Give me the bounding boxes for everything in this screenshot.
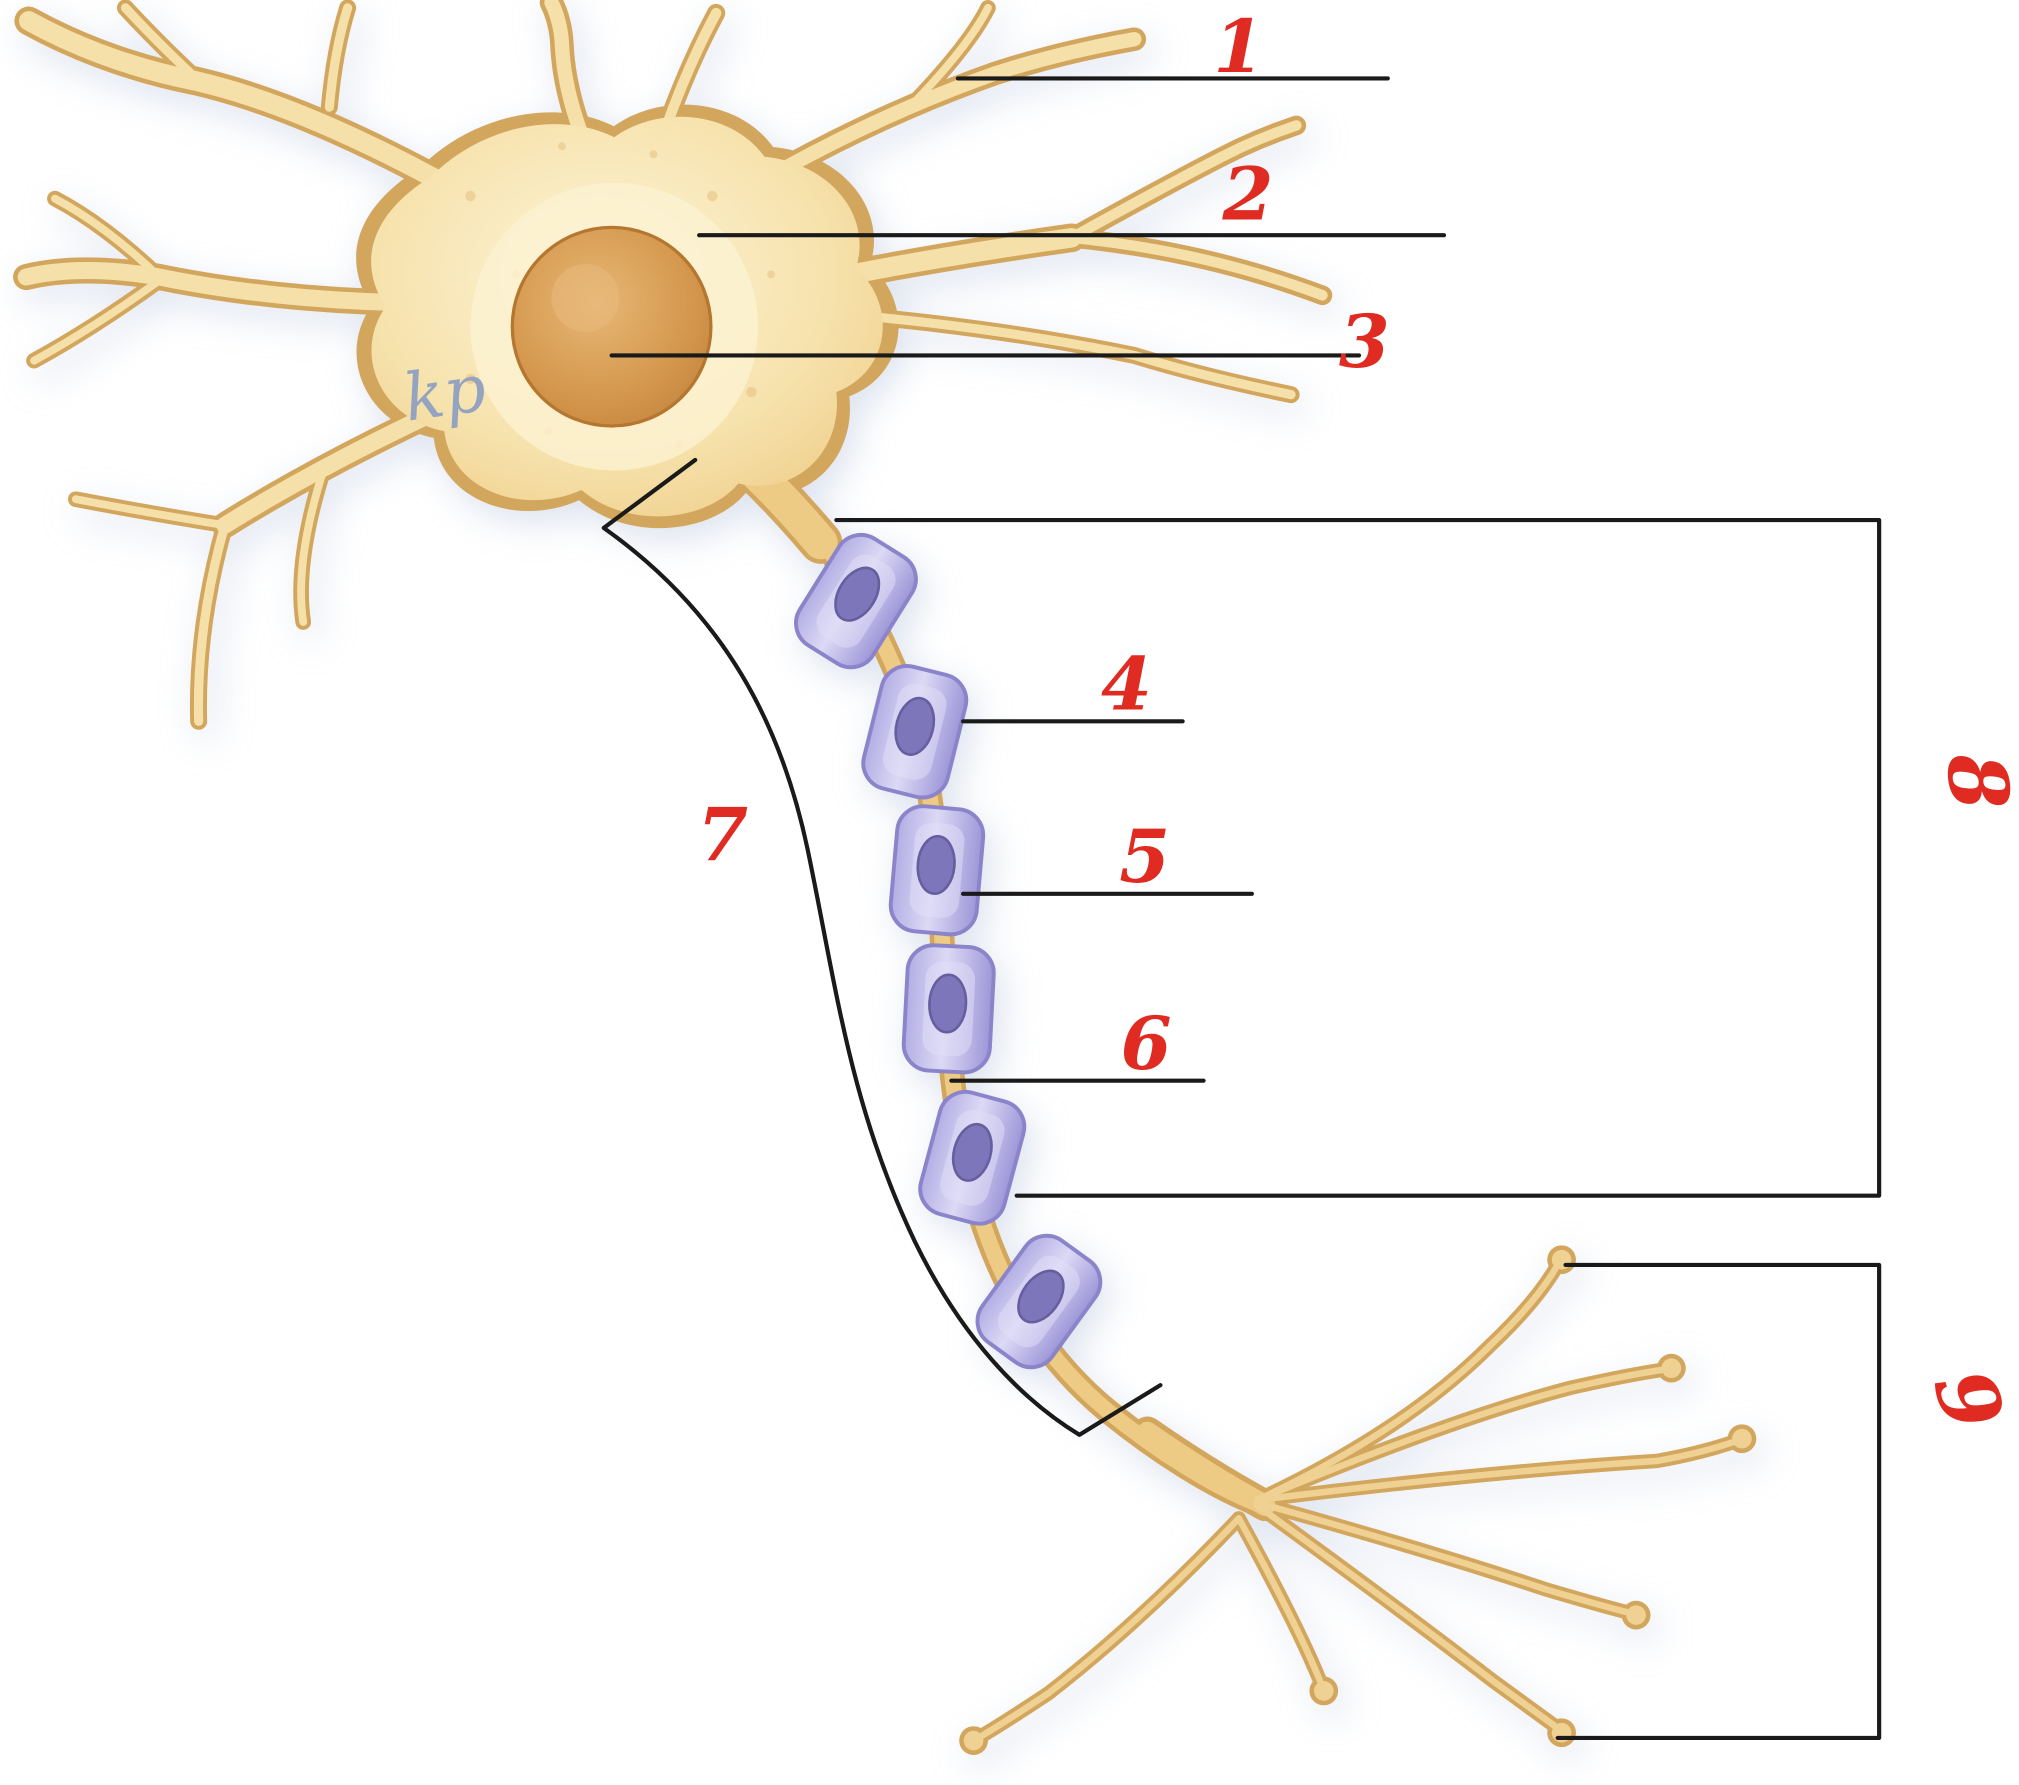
label-number-9: 9 bbox=[1914, 1359, 2019, 1442]
label-lines bbox=[601, 76, 1882, 1741]
label-number-2: 2 bbox=[1222, 152, 1274, 238]
schwann-cell-nucleus bbox=[834, 566, 881, 622]
schwann-cell-nucleus bbox=[916, 834, 956, 895]
label-number-6: 6 bbox=[1121, 1001, 1172, 1087]
schwann-cell-nucleus bbox=[951, 1122, 993, 1182]
schwann-cell-nucleus bbox=[1017, 1269, 1065, 1324]
axon-terminal bbox=[1249, 1257, 1565, 1508]
schwann-cell-nucleus bbox=[894, 696, 936, 756]
myelin-sheath-segment bbox=[794, 532, 918, 670]
myelin-sheath-segment bbox=[975, 1233, 1103, 1370]
nucleus bbox=[510, 225, 713, 428]
neuron-fill-pass bbox=[17, 0, 1752, 1751]
bracket-7 bbox=[601, 457, 1163, 1437]
label-number-3: 3 bbox=[1339, 299, 1390, 385]
myelin-sheath bbox=[794, 532, 1103, 1370]
myelin-sheath-segment bbox=[888, 804, 986, 937]
label-number-5: 5 bbox=[1119, 814, 1170, 900]
label-number-4: 4 bbox=[1101, 642, 1152, 728]
label-number-1: 1 bbox=[1213, 4, 1264, 90]
myelin-sheath-segment bbox=[901, 943, 996, 1075]
label-number-8: 8 bbox=[1927, 748, 2019, 813]
bracket-8 bbox=[834, 517, 1882, 1198]
label-numbers: 1 2 3 4 5 6 7 8 9 bbox=[697, 4, 2019, 1442]
label-number-7: 7 bbox=[697, 792, 748, 878]
myelin-sheath-segment bbox=[861, 664, 969, 800]
bracket-9 bbox=[1555, 1262, 1882, 1741]
schwann-cell-nucleus bbox=[928, 973, 968, 1034]
neuron-illustration bbox=[13, 0, 1757, 1755]
nucleus-highlight bbox=[551, 263, 620, 332]
myelin-sheath-segment bbox=[918, 1089, 1027, 1226]
handwritten-initials: kp bbox=[399, 350, 490, 437]
